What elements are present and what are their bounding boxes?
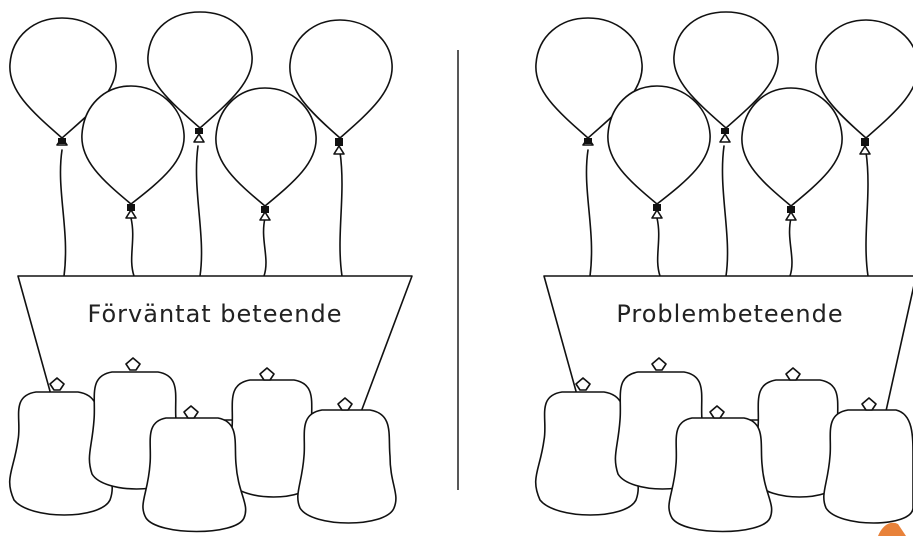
- balloon: [608, 86, 710, 218]
- basket-label: Problembeteende: [616, 300, 843, 328]
- sandbag: [143, 406, 246, 532]
- panel-expected-behavior: Förväntat beteende: [10, 12, 412, 532]
- balloon: [742, 88, 842, 220]
- corner-accent: [878, 523, 906, 536]
- panel-problem-behavior: Problembeteende: [536, 12, 913, 532]
- basket-label: Förväntat beteende: [88, 300, 343, 328]
- balloon: [216, 88, 316, 220]
- sandbag: [298, 398, 396, 523]
- sandbag: [669, 406, 772, 532]
- balloon: [82, 86, 184, 218]
- sandbag: [824, 398, 913, 523]
